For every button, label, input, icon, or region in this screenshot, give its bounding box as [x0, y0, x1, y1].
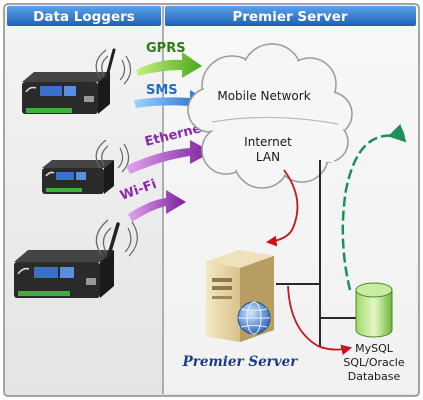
signal-waves-icon — [95, 49, 132, 85]
left-header: Data Loggers — [7, 6, 161, 26]
server-caption: Premier Server — [182, 354, 299, 370]
left-header-text: Data Loggers — [33, 9, 135, 25]
signal-waves-icon — [95, 139, 130, 173]
database-icon — [355, 282, 393, 338]
globe-icon — [237, 301, 271, 335]
server-to-database-arrow — [287, 285, 353, 356]
antenna-icon — [104, 48, 116, 82]
mobile-network-label: Mobile Network — [217, 89, 310, 103]
database-sync-arrow — [341, 123, 407, 291]
internet-label: Internet — [244, 135, 292, 149]
database-label-line2: SQL/Oracle — [343, 356, 405, 369]
data-logger-3 — [14, 219, 138, 298]
lan-label: LAN — [256, 150, 280, 164]
data-logger-2 — [42, 139, 130, 194]
database-label-line1: MySQL — [355, 342, 394, 355]
gprs-arrow: GPRS — [136, 41, 202, 78]
right-header-text: Premier Server — [232, 9, 347, 25]
signal-waves-icon — [95, 219, 138, 257]
network-cloud: Mobile Network Internet LAN — [187, 43, 353, 189]
gprs-label: GPRS — [146, 41, 186, 56]
sms-label: SMS — [146, 83, 178, 98]
data-logger-1 — [22, 48, 132, 114]
antenna-icon — [106, 222, 120, 260]
cloud-to-server-arrow — [265, 169, 299, 247]
right-header: Premier Server — [165, 6, 416, 26]
sync-arrow-tip — [399, 127, 405, 141]
database-label-line3: Database — [348, 370, 401, 383]
